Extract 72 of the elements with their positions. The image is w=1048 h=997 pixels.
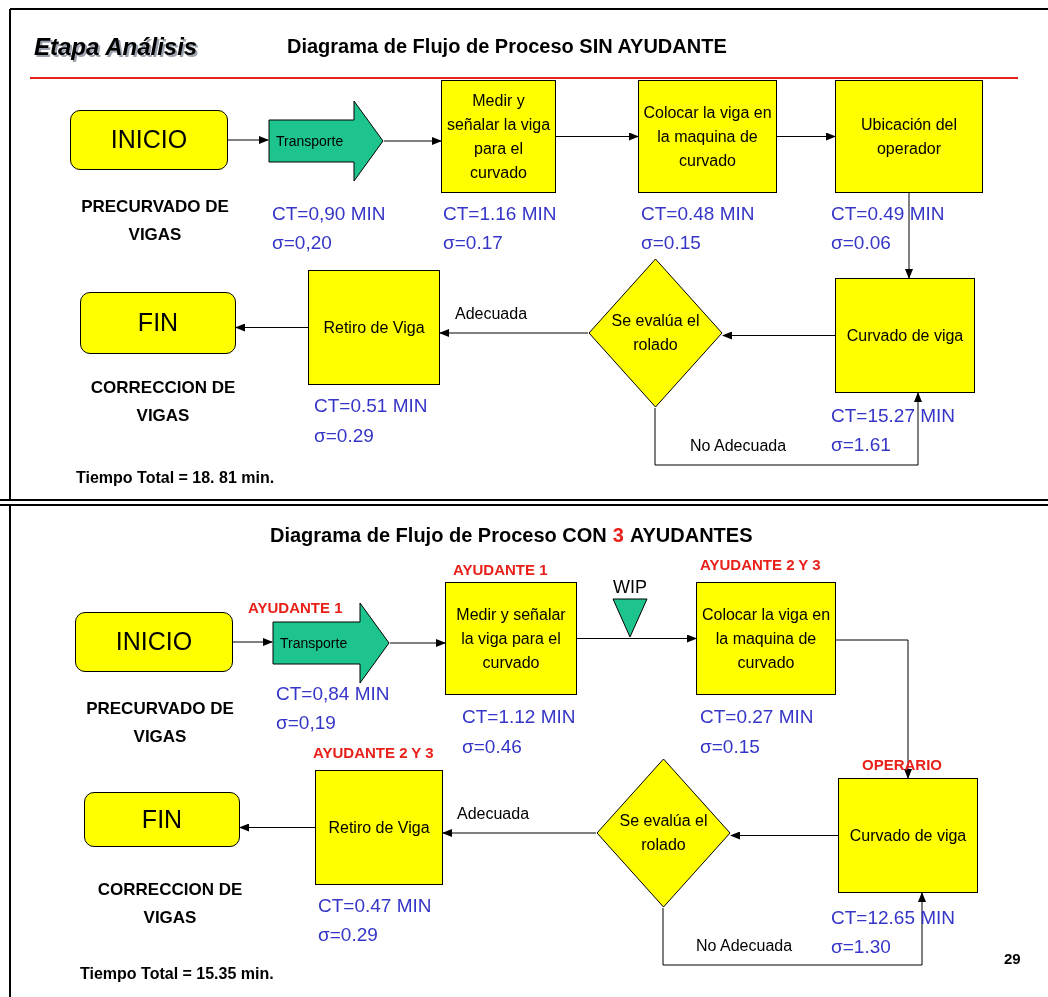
diagram-heading: Diagrama de Flujo de Proceso CON bbox=[270, 523, 607, 548]
arrow bbox=[835, 639, 912, 779]
cycle-time-text: σ=1.30 bbox=[831, 936, 891, 958]
arrow bbox=[227, 136, 269, 144]
decision-label: Se evalúa el rolado bbox=[618, 811, 709, 855]
cycle-time-text: σ=0,20 bbox=[272, 232, 332, 254]
terminal-box: INICIO bbox=[70, 110, 228, 170]
transport-label: Transporte bbox=[276, 131, 344, 151]
arrow bbox=[722, 331, 836, 340]
process-box: Retiro de Viga bbox=[308, 270, 440, 385]
stage-caption: PRECURVADO DE VIGAS bbox=[85, 698, 235, 748]
cycle-time-text: CT=0.47 MIN bbox=[318, 895, 432, 917]
arrow bbox=[662, 892, 926, 966]
arrow bbox=[555, 132, 639, 141]
arrow bbox=[439, 329, 589, 337]
process-box: Colocar la viga en la maquina de curvado bbox=[696, 582, 836, 695]
arrow bbox=[239, 823, 316, 832]
arrow bbox=[654, 392, 922, 466]
page-number: 29 bbox=[1004, 949, 1021, 969]
worker-label: AYUDANTE 1 bbox=[453, 561, 548, 579]
cycle-time-text: σ=0.15 bbox=[700, 736, 760, 758]
cycle-time-text: σ=0.46 bbox=[462, 736, 522, 758]
stage-title: Etapa Análisis bbox=[34, 32, 198, 62]
worker-label: AYUDANTE 2 Y 3 bbox=[313, 744, 434, 762]
worker-label: AYUDANTE 1 bbox=[248, 599, 343, 617]
arrow bbox=[730, 831, 839, 840]
arrow bbox=[776, 132, 836, 141]
arrow bbox=[232, 638, 273, 646]
process-box: Curvado de viga bbox=[835, 278, 975, 393]
process-box: Medir y señalar la viga para el curvado bbox=[445, 582, 577, 695]
arrow bbox=[389, 639, 446, 647]
total-time-text: Tiempo Total = 15.35 min. bbox=[80, 964, 274, 984]
cycle-time-text: σ=1.61 bbox=[831, 434, 891, 456]
process-box: Retiro de Viga bbox=[315, 770, 443, 885]
process-box: Colocar la viga en la maquina de curvado bbox=[638, 80, 777, 193]
diagram-heading: AYUDANTES bbox=[629, 523, 753, 548]
cycle-time-text: σ=0,19 bbox=[276, 712, 336, 734]
cycle-time-text: σ=0.15 bbox=[641, 232, 701, 254]
arrow bbox=[383, 137, 442, 145]
arrow bbox=[576, 634, 697, 643]
arrow bbox=[905, 192, 913, 279]
cycle-time-text: σ=0.29 bbox=[318, 924, 378, 946]
diagram-heading: Diagrama de Flujo de Proceso SIN AYUDANTE bbox=[287, 34, 727, 59]
cycle-time-text: σ=0.29 bbox=[314, 425, 374, 447]
stage-caption: CORRECCION DE VIGAS bbox=[96, 879, 244, 929]
cycle-time-text: CT=0,90 MIN bbox=[272, 203, 386, 225]
process-box: Ubicación del operador bbox=[835, 80, 983, 193]
cycle-time-text: CT=0,84 MIN bbox=[276, 683, 390, 705]
cycle-time-text: CT=0.27 MIN bbox=[700, 706, 814, 728]
terminal-box: FIN bbox=[80, 292, 236, 354]
terminal-box: INICIO bbox=[75, 612, 233, 672]
process-box: Medir y señalar la viga para el curvado bbox=[441, 80, 556, 193]
cycle-time-text: σ=0.06 bbox=[831, 232, 891, 254]
stage-caption: CORRECCION DE VIGAS bbox=[89, 377, 237, 427]
inventory-label: WIP bbox=[613, 576, 647, 598]
arrow bbox=[442, 829, 597, 837]
cycle-time-text: CT=1.16 MIN bbox=[443, 203, 557, 225]
total-time-text: Tiempo Total = 18. 81 min. bbox=[76, 468, 275, 488]
arrow bbox=[235, 323, 309, 332]
terminal-box: FIN bbox=[84, 792, 240, 847]
decision-label: Se evalúa el rolado bbox=[610, 311, 701, 355]
cycle-time-text: σ=0.17 bbox=[443, 232, 503, 254]
cycle-time-text: CT=15.27 MIN bbox=[831, 405, 956, 427]
worker-label: AYUDANTE 2 Y 3 bbox=[700, 556, 821, 574]
transport-label: Transporte bbox=[280, 633, 348, 653]
cycle-time-text: CT=0.51 MIN bbox=[314, 395, 428, 417]
cycle-time-text: CT=0.48 MIN bbox=[641, 203, 755, 225]
process-box: Curvado de viga bbox=[838, 778, 978, 893]
helper-count: 3 bbox=[612, 523, 624, 548]
cycle-time-text: CT=0.49 MIN bbox=[831, 203, 945, 225]
cycle-time-text: CT=1.12 MIN bbox=[462, 706, 576, 728]
stage-caption: PRECURVADO DE VIGAS bbox=[80, 196, 230, 246]
